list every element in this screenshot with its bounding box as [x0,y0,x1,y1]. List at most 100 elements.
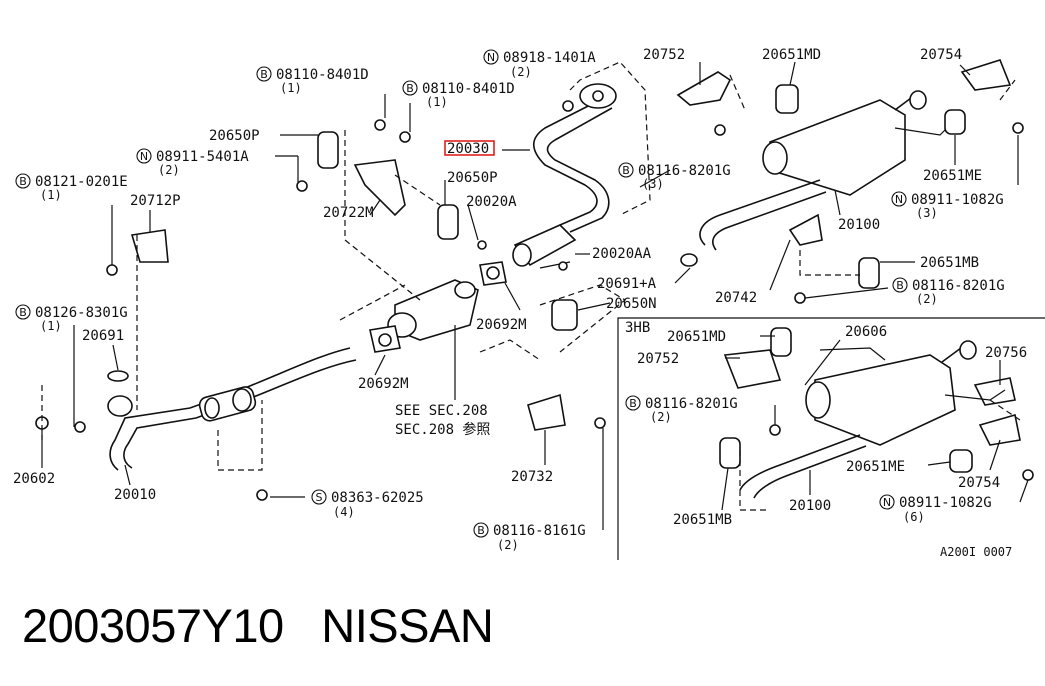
label-20650P-b: 20650P [447,170,498,186]
label-20742: 20742 [715,290,757,306]
svg-text:B: B [406,82,414,95]
label-08116-mid-qty: (2) [916,292,938,306]
label-20100-b: 20100 [789,498,831,514]
marker-B-08116-b: B [625,395,641,411]
brackets [130,59,1021,446]
label-08918-1401A: 08918-1401A [503,50,596,66]
leader-lines [41,61,1029,530]
svg-text:S: S [316,491,323,504]
label-08126-8301G: 08126-8301G [35,305,128,321]
diagram-reference-code: A200I 0007 [940,545,1012,559]
marker-N-08911-5401A: N [136,148,152,164]
svg-text:B: B [477,524,485,537]
label-08116-8201G-mid: 08116-8201G [912,278,1005,294]
label-see-sec-208: SEE SEC.208 [395,403,488,419]
marker-N-08911-1082G-top: N [891,191,907,207]
label-20030: 20030 [447,141,489,157]
svg-text:B: B [629,397,637,410]
marker-N-08918: N [483,49,499,65]
insulators [107,84,973,473]
svg-text:B: B [622,164,630,177]
svg-text:B: B [19,306,27,319]
center-pipe-20030 [512,83,617,269]
dashed-guides [41,61,1021,511]
label-20712P: 20712P [130,193,181,209]
label-20651ME-b: 20651ME [846,459,905,475]
label-08116-8161G: 08116-8161G [493,523,586,539]
label-08121-0201E: 08121-0201E [35,174,128,190]
marker-N-08911-1082G-b: N [879,494,895,510]
label-08911-1082G-b: 08911-1082G [899,495,992,511]
label-08116-b-qty: (2) [650,410,672,424]
label-08121-qty: (1) [40,188,62,202]
label-20606: 20606 [845,324,887,340]
label-20752-top: 20752 [643,47,685,63]
highlight-box-20030 [444,140,495,156]
label-20650P-a: 20650P [209,128,260,144]
label-20754-top: 20754 [920,47,962,63]
label-08918-qty: (2) [510,65,532,79]
marker-B-08110-b: B [402,80,418,96]
label-08911-1082G-top: 08911-1082G [911,192,1004,208]
label-3HB: 3HB [625,320,650,336]
label-08911-1082G-top-qty: (3) [916,206,938,220]
svg-text:B: B [260,68,268,81]
label-20651MD-top: 20651MD [762,47,821,63]
label-20650N: 20650N [606,296,657,312]
label-20651MB-b: 20651MB [673,512,732,528]
label-20651MD-b: 20651MD [667,329,726,345]
label-08911-1082G-b-qty: (6) [903,510,925,524]
label-08110-a-qty: (1) [280,81,302,95]
label-08116-top-qty: (3) [642,177,664,191]
svg-text:B: B [896,279,904,292]
label-20722M: 20722M [323,205,374,221]
svg-text:N: N [895,193,903,206]
label-08363-62025: 08363-62025 [331,490,424,506]
label-08363-qty: (4) [333,505,355,519]
svg-text:N: N [487,51,495,64]
label-20756: 20756 [985,345,1027,361]
label-08110-8401D-b: 08110-8401D [422,81,515,97]
label-08116-8201G-top: 08116-8201G [638,163,731,179]
marker-B-08116-mid: B [892,277,908,293]
label-20651ME-top: 20651ME [923,168,982,184]
label-08126-qty: (1) [40,319,62,333]
label-20691-A: 20691+A [597,276,657,292]
part-number: 2003057Y10 [22,599,284,652]
gasket-20692M [369,261,507,353]
label-sec-208-ref: SEC.208 参照 [395,421,490,438]
label-20020AA: 20020AA [592,246,652,262]
exhaust-parts-diagram: N B B N B B N B B B S N B 08918-1401A (2… [13,47,1045,560]
catalyst-converter [387,279,479,400]
svg-text:N: N [883,496,891,509]
label-20692M-a: 20692M [476,317,527,333]
label-08911-5401A-qty: (2) [158,163,180,177]
front-pipe-20010 [107,347,357,471]
marker-B-08116-top: B [618,162,634,178]
label-08116-8161G-qty: (2) [497,538,519,552]
marker-S-08363: S [311,489,327,505]
label-20732: 20732 [511,469,553,485]
label-20602: 20602 [13,471,55,487]
label-08116-8201G-b: 08116-8201G [645,396,738,412]
label-20100-top: 20100 [838,217,880,233]
label-20010: 20010 [114,487,156,503]
marker-B-08110-a: B [256,66,272,82]
svg-text:B: B [19,175,27,188]
marker-B-08116-8161G: B [473,522,489,538]
part-caption: 2003057Y10 NISSAN [22,598,494,653]
svg-text:N: N [140,150,148,163]
label-20754-b: 20754 [958,475,1000,491]
main-muffler-3hb [739,340,1006,499]
label-20752-b: 20752 [637,351,679,367]
label-20651MB-top: 20651MB [920,255,979,271]
label-08911-5401A: 08911-5401A [156,149,249,165]
marker-B-08126: B [15,304,31,320]
label-20020A: 20020A [466,194,517,210]
label-20692M-b: 20692M [358,376,409,392]
variant-3hb-frame [617,317,1045,560]
main-muffler-top [699,90,956,251]
marker-B-08121: B [15,173,31,189]
label-20691: 20691 [82,328,124,344]
part-labels: 08918-1401A (2) 20752 20651MD 20754 0811… [13,47,1027,559]
